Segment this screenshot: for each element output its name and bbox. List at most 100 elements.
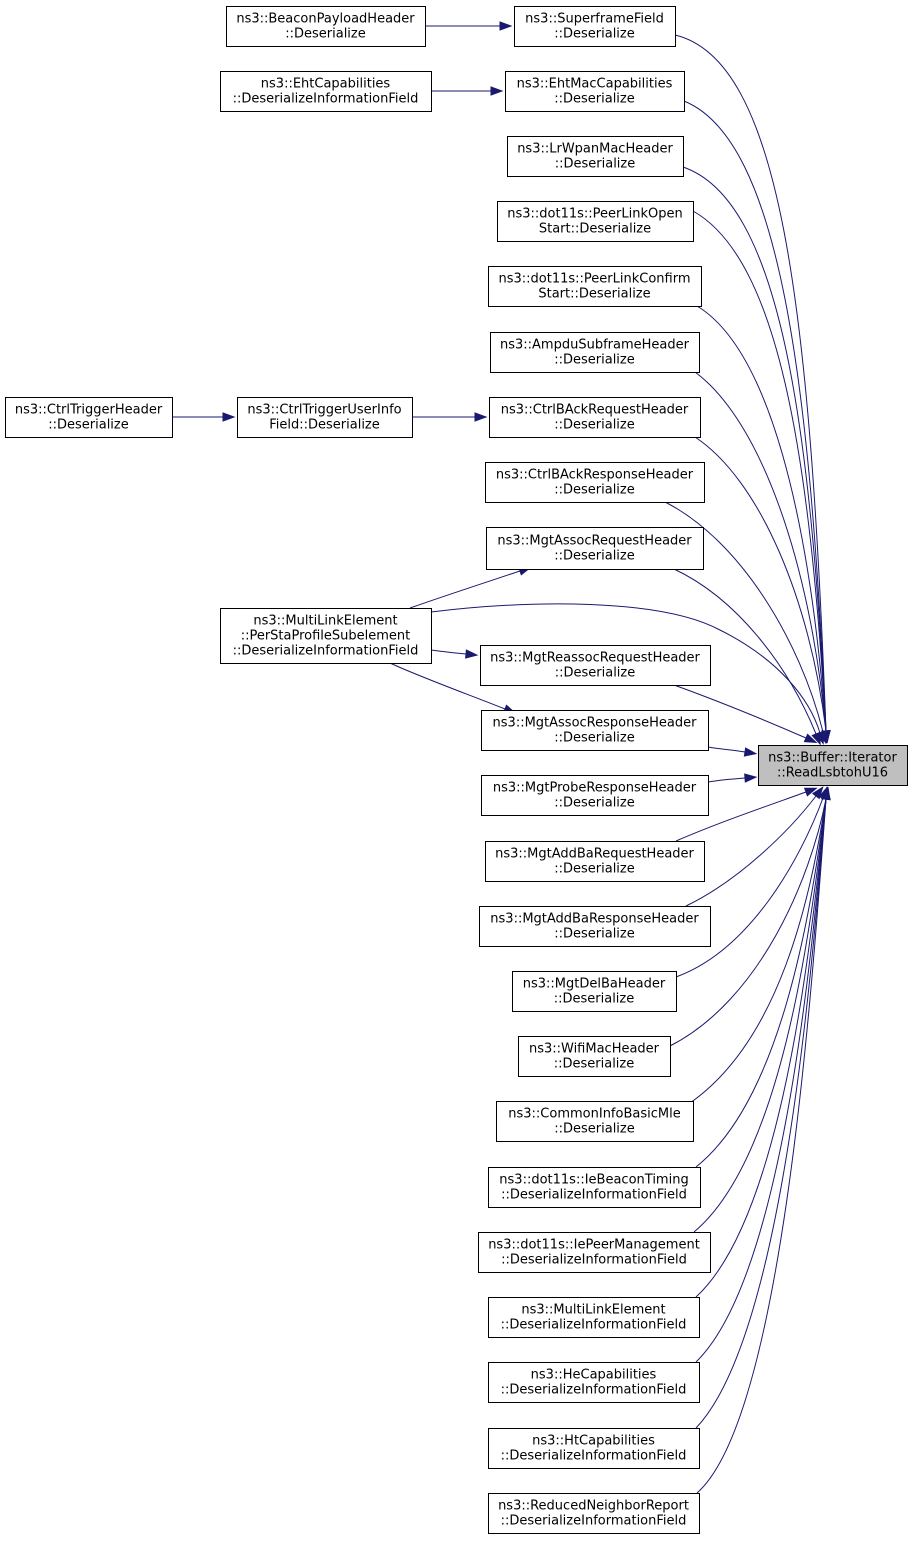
edge-line bbox=[695, 798, 827, 1429]
edge-perstaprofile-to-mgtassocreq bbox=[409, 566, 532, 609]
node-mgtassocresp[interactable]: ns3::MgtAssocResponseHeader::Deserialize bbox=[481, 710, 709, 751]
node-ctrlbackreq[interactable]: ns3::CtrlBAckRequestHeader::Deserialize bbox=[489, 397, 701, 438]
edge-ampdu-to-target bbox=[694, 371, 831, 744]
node-ehtcap[interactable]: ns3::EhtCapabilities::DeserializeInforma… bbox=[220, 71, 432, 112]
edge-line bbox=[389, 662, 506, 710]
node-beaconpayload[interactable]: ns3::BeaconPayloadHeader::Deserialize bbox=[226, 6, 426, 47]
edge-hecap-to-target bbox=[695, 786, 831, 1363]
node-label-line: ::Deserialize bbox=[554, 549, 635, 564]
node-label-line: ::Deserialize bbox=[48, 418, 129, 433]
node-htcap[interactable]: ns3::HtCapabilities::DeserializeInformat… bbox=[488, 1428, 700, 1469]
node-mgtproberesp[interactable]: ns3::MgtProbeResponseHeader::Deserialize bbox=[481, 775, 709, 816]
node-mgtassocreq[interactable]: ns3::MgtAssocRequestHeader::Deserialize bbox=[486, 527, 704, 570]
edge-line bbox=[430, 603, 821, 734]
node-ctrlbackresp[interactable]: ns3::CtrlBAckResponseHeader::Deserialize bbox=[485, 462, 705, 503]
node-peerlinkopen[interactable]: ns3::dot11s::PeerLinkOpenStart::Deserial… bbox=[497, 201, 694, 242]
node-mgtaddbareq[interactable]: ns3::MgtAddBaRequestHeader::Deserialize bbox=[485, 841, 705, 882]
node-label-line: ::Deserialize bbox=[554, 1057, 635, 1072]
node-target[interactable]: ns3::Buffer::Iterator::ReadLsbtohU16 bbox=[758, 745, 908, 786]
node-iebeacontiming[interactable]: ns3::dot11s::IeBeaconTiming::Deserialize… bbox=[488, 1167, 701, 1208]
node-label-line: Start::Deserialize bbox=[539, 222, 651, 237]
edge-line bbox=[692, 210, 827, 732]
node-label-line: ns3::dot11s::IeBeaconTiming bbox=[499, 1173, 688, 1188]
node-label-line: Field::Deserialize bbox=[269, 418, 380, 433]
node-box bbox=[488, 1362, 700, 1403]
arrowhead-icon bbox=[474, 412, 488, 422]
node-box bbox=[237, 397, 413, 438]
node-label-line: ns3::MgtReassocRequestHeader bbox=[490, 651, 700, 666]
edge-line bbox=[430, 649, 467, 655]
node-mgtdelba[interactable]: ns3::MgtDelBaHeader::Deserialize bbox=[512, 971, 677, 1012]
node-mgtaddbaresp[interactable]: ns3::MgtAddBaResponseHeader::Deserialize bbox=[479, 906, 711, 947]
edge-line bbox=[696, 305, 827, 732]
node-label-line: ns3::MgtDelBaHeader bbox=[523, 977, 666, 992]
edges-layer bbox=[171, 21, 831, 1494]
edge-line bbox=[694, 436, 827, 732]
node-label-line: ::Deserialize bbox=[554, 862, 635, 877]
arrowhead-icon bbox=[222, 412, 236, 422]
edge-line bbox=[693, 798, 827, 1233]
edge-line bbox=[695, 798, 827, 1363]
edge-ctrlbackresp-to-target bbox=[664, 501, 828, 745]
arrowhead-icon bbox=[743, 747, 758, 757]
node-reducedneighbor[interactable]: ns3::ReducedNeighborReport::DeserializeI… bbox=[488, 1493, 700, 1534]
node-label-line: ns3::dot11s::PeerLinkOpen bbox=[507, 207, 682, 222]
node-label-line: ::DeserializeInformationField bbox=[501, 1253, 687, 1268]
node-label-line: ns3::EhtCapabilities bbox=[261, 77, 391, 92]
node-box bbox=[488, 266, 702, 307]
node-label-line: ::Deserialize bbox=[555, 666, 636, 681]
arrowhead-icon bbox=[821, 786, 831, 800]
edge-line bbox=[707, 777, 746, 783]
edge-perstaprofile-to-mgtreassocreq bbox=[430, 649, 479, 659]
node-label-line: Start::Deserialize bbox=[538, 287, 650, 302]
node-iepeermgmt[interactable]: ns3::dot11s::IePeerManagement::Deseriali… bbox=[478, 1232, 711, 1273]
node-box bbox=[507, 136, 684, 177]
edge-superframe-to-target bbox=[674, 34, 831, 744]
node-box bbox=[220, 71, 432, 112]
node-multilink[interactable]: ns3::MultiLinkElement::DeserializeInform… bbox=[488, 1297, 700, 1338]
node-label-line: ::Deserialize bbox=[554, 796, 635, 811]
node-label-line: ns3::MultiLinkElement bbox=[253, 614, 397, 629]
node-ctrltriguserinfo[interactable]: ns3::CtrlTriggerUserInfoField::Deseriali… bbox=[237, 397, 413, 438]
node-commoninfo[interactable]: ns3::CommonInfoBasicMle::Deserialize bbox=[496, 1101, 694, 1142]
node-ampdu[interactable]: ns3::AmpduSubframeHeader::Deserialize bbox=[490, 332, 700, 373]
node-label-line: ns3::Buffer::Iterator bbox=[768, 751, 897, 766]
node-label-line: ::PerStaProfileSubelement bbox=[241, 629, 411, 644]
node-ehtmac[interactable]: ns3::EhtMacCapabilities::Deserialize bbox=[505, 71, 685, 112]
node-box bbox=[5, 397, 173, 438]
node-superframe[interactable]: ns3::SuperframeField::Deserialize bbox=[514, 6, 676, 47]
node-label-line: ::DeserializeInformationField bbox=[233, 644, 419, 659]
node-box bbox=[496, 1101, 694, 1142]
edge-line bbox=[683, 100, 827, 732]
node-wifimac[interactable]: ns3::WifiMacHeader::Deserialize bbox=[518, 1036, 671, 1077]
node-peerlinkconfirm[interactable]: ns3::dot11s::PeerLinkConfirmStart::Deser… bbox=[488, 266, 702, 307]
node-box bbox=[758, 745, 908, 786]
node-box bbox=[478, 1232, 711, 1273]
node-lrwpan[interactable]: ns3::LrWpanMacHeader::Deserialize bbox=[507, 136, 684, 177]
node-box bbox=[481, 710, 709, 751]
node-hecap[interactable]: ns3::HeCapabilities::DeserializeInformat… bbox=[488, 1362, 700, 1403]
edge-line bbox=[675, 797, 824, 978]
edge-ehtcap-to-ehtmac bbox=[431, 86, 504, 96]
node-box bbox=[505, 71, 685, 112]
node-label-line: ns3::HtCapabilities bbox=[532, 1434, 655, 1449]
node-box bbox=[512, 971, 677, 1012]
node-label-line: ns3::SuperframeField bbox=[525, 12, 664, 27]
node-label-line: ns3::CtrlBAckResponseHeader bbox=[496, 468, 694, 483]
node-perstaprofile[interactable]: ns3::MultiLinkElement::PerStaProfileSube… bbox=[220, 608, 432, 664]
node-label-line: ::Deserialize bbox=[554, 731, 635, 746]
node-ctrltrigheader[interactable]: ns3::CtrlTriggerHeader::Deserialize bbox=[5, 397, 173, 438]
node-label-line: ns3::dot11s::IePeerManagement bbox=[488, 1238, 700, 1253]
edge-line bbox=[694, 371, 827, 732]
node-label-line: ::DeserializeInformationField bbox=[501, 1449, 687, 1464]
node-label-line: ::Deserialize bbox=[285, 27, 366, 42]
node-mgtreassocreq[interactable]: ns3::MgtReassocRequestHeader::Deserializ… bbox=[480, 645, 711, 686]
node-label-line: ns3::CommonInfoBasicMle bbox=[508, 1107, 680, 1122]
node-label-line: ::DeserializeInformationField bbox=[501, 1318, 687, 1333]
edge-line bbox=[673, 568, 817, 735]
node-label-line: ns3::WifiMacHeader bbox=[529, 1042, 660, 1057]
node-label-line: ns3::CtrlBAckRequestHeader bbox=[501, 403, 689, 418]
edge-line bbox=[674, 34, 827, 732]
edge-line bbox=[669, 798, 827, 1047]
node-box bbox=[488, 1493, 700, 1534]
